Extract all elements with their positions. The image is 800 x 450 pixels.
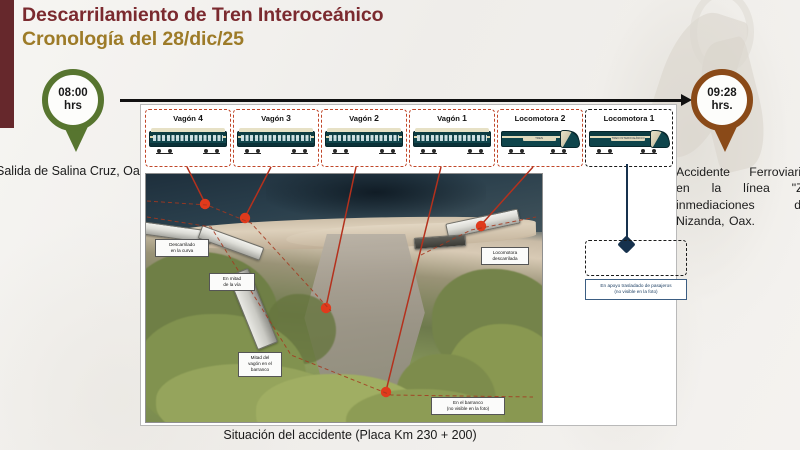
car-label-locomotora-2: Locomotora 2 (514, 113, 566, 123)
timeline-pin-end: 09:28 hrs. (691, 69, 759, 152)
title-secondary: Cronología del 28/dic/25 (22, 27, 244, 50)
title-primary: Descarrilamiento de Tren Interoceánico (22, 4, 384, 26)
car-label-vagon-1: Vagón 1 (437, 113, 467, 123)
pin-start-time: 08:00 (58, 87, 88, 100)
callout-descarrilado-curva: Descarrilado en la curva (155, 239, 209, 258)
car-box-vagon-4[interactable]: Vagón 4 (145, 109, 231, 167)
train-consist: Vagón 4 Vagón 3 Vagón 2 (145, 109, 674, 169)
caption-departure: Salida de Salina Cruz, Oax. (0, 164, 150, 178)
locomotive-legend-1: TREN INTEROCEÁNICO (611, 136, 645, 141)
timeline-arrow (120, 94, 692, 106)
timeline-pin-start: 08:00 hrs (42, 69, 110, 152)
accident-photo (145, 173, 543, 423)
car-box-vagon-3[interactable]: Vagón 3 (233, 109, 319, 167)
pin-start-unit: hrs (64, 100, 82, 112)
photo-image (146, 174, 542, 422)
caption-accident: Accidente Ferroviario en la línea "Z" in… (676, 165, 800, 229)
car-box-vagon-1[interactable]: Vagón 1 (409, 109, 495, 167)
photo-derailed-locomotive (413, 234, 467, 250)
car-windows (153, 135, 223, 142)
callout-mitad-vagon-barranco: Mitad del vagón en el barranco (238, 352, 282, 377)
page-title: Descarrilamiento de Tren Interoceánico C… (22, 4, 384, 52)
locomotive-legend-2: TREN INTEROCEÁNICO (522, 136, 556, 141)
left-accent-bar (0, 0, 14, 128)
car-art-locomotora-1: TREN INTEROCEÁNICO (589, 128, 670, 154)
car-box-locomotora-2[interactable]: Locomotora 2 TREN INTEROCEÁNICO (497, 109, 583, 167)
photo-caption: Situación del accidente (Placa Km 230 + … (223, 428, 477, 442)
pin-head-start: 08:00 hrs (42, 69, 104, 131)
callout-mitad-via: En mitad de la vía (209, 273, 255, 292)
callout-en-el-barranco: En el barranco (no visible en la foto) (431, 397, 505, 416)
car-art-vagon-1 (413, 128, 491, 154)
car-art-vagon-3 (237, 128, 315, 154)
car-art-vagon-4 (149, 128, 227, 154)
callout-locomotora-descarrilada: Locomotora descarrilada (481, 247, 529, 266)
car-trucks (149, 147, 227, 154)
pin-end-time: 09:28 (707, 87, 737, 100)
car-art-locomotora-2: TREN INTEROCEÁNICO (501, 128, 580, 154)
support-placeholder-box (585, 240, 687, 276)
watermark-ring (690, 0, 754, 74)
car-art-vagon-2 (325, 128, 403, 154)
car-label-locomotora-1: Locomotora 1 (603, 113, 655, 123)
car-label-vagon-2: Vagón 2 (349, 113, 379, 123)
diagram-panel: Vagón 4 Vagón 3 Vagón 2 (140, 104, 677, 426)
support-note-caption: En apoyo trasladado de pasajeros (no vis… (585, 279, 687, 300)
car-label-vagon-4: Vagón 4 (173, 113, 203, 123)
car-roof (151, 128, 225, 132)
car-box-vagon-2[interactable]: Vagón 2 (321, 109, 407, 167)
support-connector-line (626, 164, 628, 242)
car-label-vagon-3: Vagón 3 (261, 113, 291, 123)
pin-head-end: 09:28 hrs. (691, 69, 753, 131)
car-box-locomotora-1[interactable]: Locomotora 1 TREN INTEROCEÁNICO (585, 109, 673, 167)
photo-shadow (266, 174, 486, 220)
pin-end-unit: hrs. (711, 100, 733, 112)
